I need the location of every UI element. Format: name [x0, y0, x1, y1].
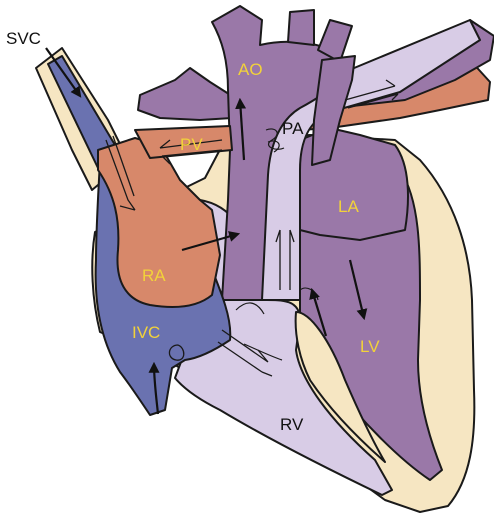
label-pv: PV	[180, 135, 203, 154]
label-ra: RA	[142, 266, 166, 285]
label-la: LA	[338, 197, 359, 216]
pulmonary-artery-right-branch	[138, 68, 232, 120]
label-rv: RV	[280, 415, 304, 434]
label-pa: PA	[282, 119, 304, 138]
label-lv: LV	[360, 337, 380, 356]
label-ao: AO	[238, 60, 263, 79]
label-ivc: IVC	[132, 323, 160, 342]
aorta-branch-2	[288, 10, 314, 45]
label-svc: SVC	[6, 29, 41, 48]
